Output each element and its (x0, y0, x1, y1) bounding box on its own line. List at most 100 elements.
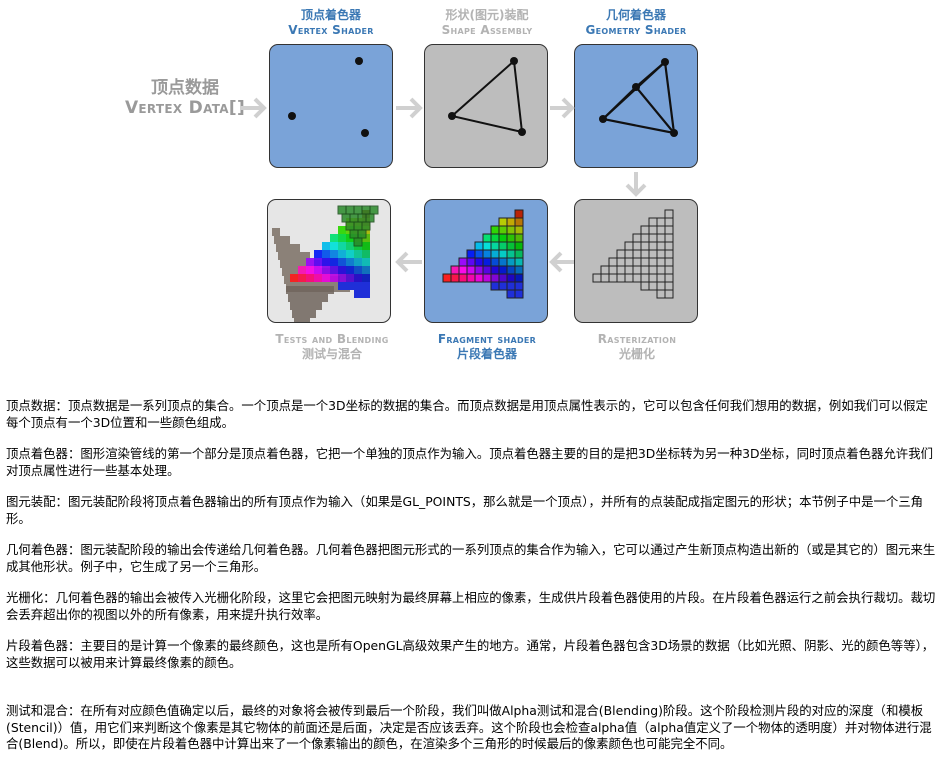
pixel-cell (664, 249, 674, 259)
arrow-left-icon (395, 251, 422, 273)
pixel-cell (632, 233, 642, 243)
pixel-cell (304, 294, 312, 302)
pixel-cell (298, 302, 306, 310)
arrow-left-icon (549, 251, 574, 273)
pixel-cell (514, 281, 524, 291)
pixel-cell (330, 242, 338, 250)
pixel-cell (284, 276, 292, 284)
pixel-cell (322, 258, 330, 266)
pixel-cell (656, 289, 666, 299)
pipeline-diagram: 顶点数据 Vertex Data[] 顶点着色器 Vertex Shader 形… (0, 0, 942, 370)
pixel-cell (648, 241, 658, 251)
pixel-cell (498, 241, 508, 251)
pixel-cell (498, 257, 508, 267)
pixel-cell (284, 244, 292, 252)
triangle-shape (449, 58, 524, 134)
pixel-cell (482, 265, 492, 275)
pixel-cell (648, 257, 658, 267)
pixel-cell (656, 249, 666, 259)
pixel-cell (298, 266, 306, 274)
pixel-cell (664, 289, 674, 299)
pixel-cell (648, 273, 658, 283)
pixel-cell (640, 249, 650, 259)
pixel-cell (608, 273, 618, 283)
pixel-cell (490, 257, 500, 267)
pixel-cell (506, 241, 516, 251)
pixel-cell (624, 249, 634, 259)
pixel-cell (286, 252, 294, 260)
arrow-right-icon (396, 97, 423, 119)
pixel-cell (338, 226, 346, 234)
pixel-cell (632, 241, 642, 251)
pixel-cell (330, 234, 338, 242)
pixel-cell (600, 273, 610, 283)
pixel-cell (664, 281, 674, 291)
pixel-cell (648, 217, 658, 227)
pixel-cell (346, 282, 354, 290)
pixel-cell (616, 257, 626, 267)
vertex-data-label: 顶点数据 Vertex Data[] (124, 78, 246, 118)
pixel-cell (474, 241, 484, 251)
pixel-cell (514, 217, 524, 227)
pixel-cell (361, 205, 371, 215)
pixel-cell (322, 266, 330, 274)
pixel-cell (616, 265, 626, 275)
geometry-shader-label: 几何着色器 Geometry Shader (585, 8, 687, 37)
pixel-cell (656, 257, 666, 267)
paragraph-shape-assembly: 图元装配：图元装配阶段将顶点着色器输出的所有顶点作为输入（如果是GL_POINT… (6, 494, 924, 526)
pixel-cell (640, 265, 650, 275)
pixel-cell (648, 233, 658, 243)
pixel-cell (506, 217, 516, 227)
pixel-cell (362, 266, 370, 274)
vertex-shader-label: 顶点着色器 Vertex Shader (288, 8, 374, 37)
pixel-cell (600, 265, 610, 275)
pixel-cell (338, 266, 346, 274)
pixel-cell (346, 242, 354, 250)
pixel-cell (608, 265, 618, 275)
pixel-cell (362, 258, 370, 266)
pixel-cell (640, 273, 650, 283)
pixel-cell (330, 258, 338, 266)
pixel-cell (354, 290, 362, 298)
pixel-cell (314, 266, 322, 274)
pixel-cell (632, 249, 642, 259)
pixel-cell (338, 234, 346, 242)
pixel-cell (656, 241, 666, 251)
pixel-cell (632, 265, 642, 275)
shape-assembly-label: 形状(图元)装配 Shape Assembly (441, 8, 533, 37)
pixel-cell (312, 294, 320, 302)
pixel-cell (314, 258, 322, 266)
arrow-right-icon (550, 97, 575, 119)
pixel-cell (362, 274, 370, 282)
pixel-cell (338, 258, 346, 266)
pixel-cell (330, 266, 338, 274)
pixel-cell (330, 250, 338, 258)
pixel-cell (322, 250, 330, 258)
pixel-cell (506, 225, 516, 235)
pixel-cell (474, 265, 484, 275)
pixel-cell (482, 257, 492, 267)
tests-blending-label: Tests and Blending 测试与混合 (275, 332, 389, 361)
pixel-cell (490, 233, 500, 243)
pixel-cell (354, 266, 362, 274)
pixel-cell (624, 273, 634, 283)
pixel-cell (474, 257, 484, 267)
pixel-cell (656, 281, 666, 291)
pixel-cell (349, 213, 359, 223)
pixel-cell (330, 274, 338, 282)
pixel-cell (290, 274, 298, 282)
pixel-cell (357, 213, 367, 223)
vertex-shader-box (269, 44, 393, 168)
tests-blending-box (267, 199, 391, 323)
pixel-cell (506, 281, 516, 291)
pixel-cell (648, 225, 658, 235)
pixel-cell (624, 257, 634, 267)
pixel-cell (341, 213, 351, 223)
pixel-cell (664, 241, 674, 251)
pixel-cell (450, 265, 460, 275)
arrow-right-icon (240, 97, 267, 119)
vertex-point (355, 57, 363, 65)
pixel-cell (338, 250, 346, 258)
paragraph-tests-blending: 测试和混合：在所有对应颜色值确定以后，最终的对象将会被传到最后一个阶段，我们叫做… (6, 703, 932, 751)
pixel-cell (656, 265, 666, 275)
